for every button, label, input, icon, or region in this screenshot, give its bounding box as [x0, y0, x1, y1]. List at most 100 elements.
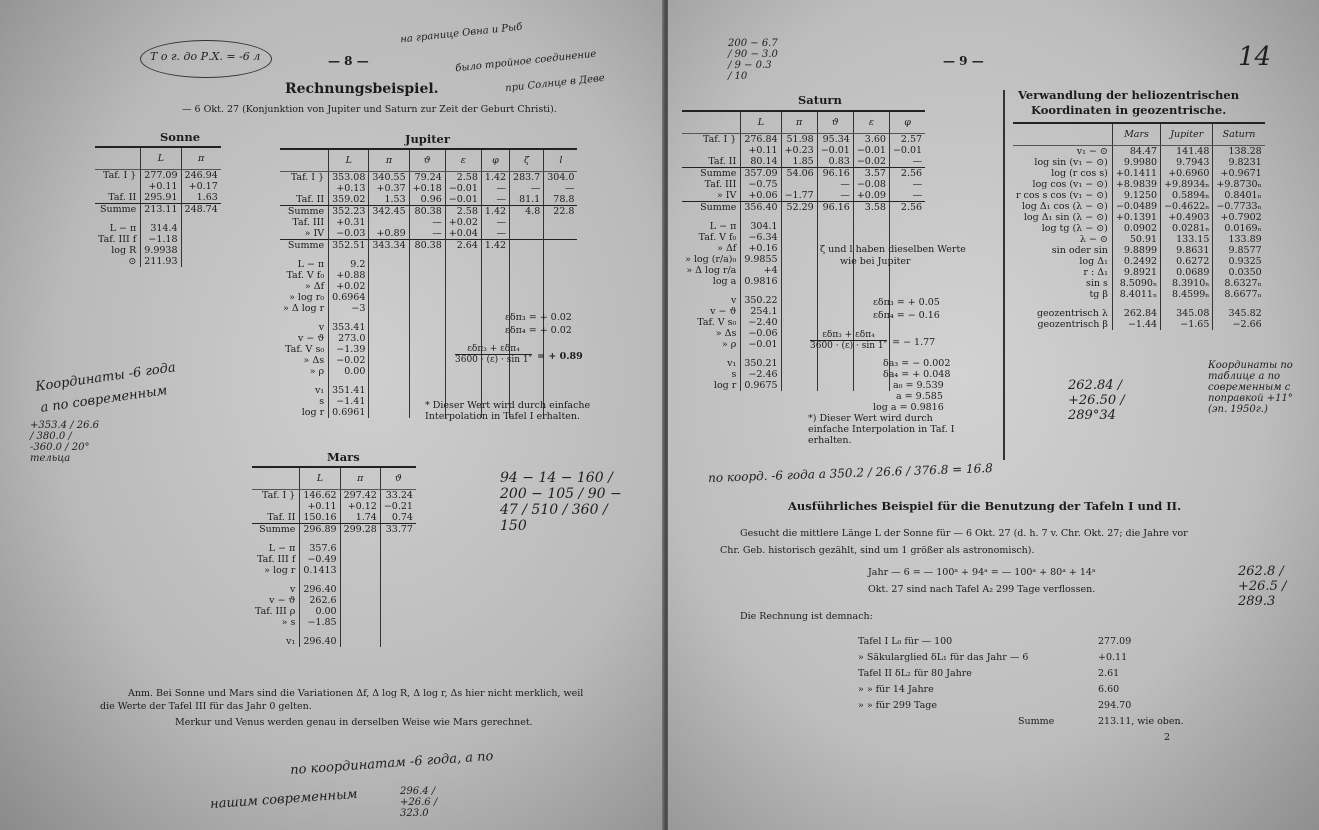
table-cell [408, 344, 446, 355]
table-cell [852, 339, 890, 350]
table-cell [888, 276, 926, 287]
column-header [1013, 122, 1113, 146]
table-cell: 80.38 [408, 239, 446, 251]
column-header [280, 148, 329, 172]
table-cell [816, 243, 854, 254]
table-cell: 1.42 [480, 239, 510, 251]
row-label: s [731, 369, 737, 380]
table-cell: 146.62 [299, 489, 341, 501]
table-cell [444, 344, 482, 355]
table-cell: 283.7 [509, 171, 544, 183]
row-label: v [730, 295, 737, 306]
table-cell: 8.4599ₙ [1160, 289, 1213, 300]
table-cell [543, 314, 578, 333]
table-cell: 2.57 [888, 133, 926, 145]
table-cell: 296.40 [299, 628, 341, 647]
saturn-da4: δa₄ = + 0.048 [883, 369, 951, 380]
table-cell: +0.88 [328, 270, 369, 281]
table-cell: 9.8899 [1111, 245, 1161, 256]
handwritten-note: по коорд. -6 года а 350.2 / 26.6 / 376.8… [707, 461, 993, 485]
table-cell: 9.9855 [740, 254, 782, 265]
table-cell: 133.15 [1160, 234, 1213, 245]
table-cell [368, 314, 410, 333]
table-cell: 1.53 [368, 194, 410, 206]
table-cell: +0.12 [339, 501, 381, 512]
table-cell [368, 333, 410, 344]
table-cell [780, 265, 818, 276]
row-label: sin oder sin [1051, 245, 1108, 256]
table-cell: −1.77 [780, 190, 818, 202]
column-header: ζ [509, 148, 544, 172]
saturn-footnote: einfache Interpolation in Taf. I [808, 424, 955, 435]
row-label: log Δ₁ cos (λ − ⊙) [1021, 201, 1108, 212]
table-cell [368, 270, 410, 281]
row-label: » Δf [304, 281, 325, 292]
row-label: Summe [252, 523, 300, 535]
table-cell: 0.0281ₙ [1160, 223, 1213, 234]
saturn-a0: a₀ = 9.539 [893, 380, 944, 391]
table-cell [408, 407, 446, 418]
table-cell [852, 350, 890, 369]
table-cell: 50.91 [1111, 234, 1161, 245]
row-label: v₁ [727, 358, 737, 369]
table-cell: 352.51 [328, 239, 369, 251]
column-header: L [299, 466, 341, 490]
table-cell [509, 239, 544, 251]
table-cell: 9.9938 [140, 245, 182, 256]
row-label: Taf. II [708, 156, 737, 167]
table-cell [543, 377, 578, 396]
table-cell [480, 407, 510, 418]
table-cell: 78.8 [543, 194, 578, 206]
table-cell: 254.1 [740, 306, 782, 317]
table-cell: −0.49 [299, 554, 341, 565]
table-cell: 9.8231 [1212, 157, 1265, 168]
row-label: v − ϑ [297, 333, 325, 344]
table-cell: −0.02 [328, 355, 369, 366]
table-cell: 0.96 [408, 194, 446, 206]
table-cell: +0.17 [180, 181, 221, 192]
table-cell [816, 213, 854, 232]
table-cell: +0.7902 [1212, 212, 1265, 223]
table-cell [480, 292, 510, 303]
table-cell [379, 617, 416, 628]
table-cell [480, 281, 510, 292]
saturn-log-a: log a = 0.9816 [873, 402, 944, 413]
calculation-value: 2.61 [1098, 668, 1120, 679]
table-cell [816, 339, 854, 350]
table-cell [816, 306, 854, 317]
table-cell: 359.02 [328, 194, 369, 206]
table-cell: 33.77 [379, 523, 416, 535]
table-cell: — [509, 183, 544, 194]
column-header: L [328, 148, 369, 172]
table-cell: 9.7943 [1160, 157, 1213, 168]
row-label: log Δ₁ [1079, 256, 1108, 267]
table-cell: +0.89 [368, 228, 410, 240]
table-cell: 133.89 [1212, 234, 1265, 245]
row-label: sin s [1085, 278, 1108, 289]
row-label: L − π [709, 221, 737, 232]
row-label: » Δs [303, 355, 325, 366]
table-cell [180, 234, 221, 245]
table-cell [480, 314, 510, 333]
column-header: ϑ [408, 148, 446, 172]
table-cell: 0.9675 [740, 380, 782, 391]
table-cell: 211.93 [140, 256, 182, 267]
table-cell: −0.01 [852, 145, 890, 156]
table-cell [509, 314, 544, 333]
table-cell: 299.28 [339, 523, 381, 535]
table-cell: +0.13 [328, 183, 369, 194]
table-cell: 0.0169ₙ [1212, 223, 1265, 234]
table-cell [379, 606, 416, 617]
subtitle: — 6 Okt. 27 (Konjunktion von Jupiter und… [182, 104, 557, 115]
row-label: Summe [682, 201, 741, 213]
table-cell: 340.55 [368, 171, 410, 183]
table-row: +0.11+0.17 [95, 181, 221, 192]
table-cell: 33.24 [379, 489, 416, 501]
table-cell: 9.8921 [1111, 267, 1161, 278]
